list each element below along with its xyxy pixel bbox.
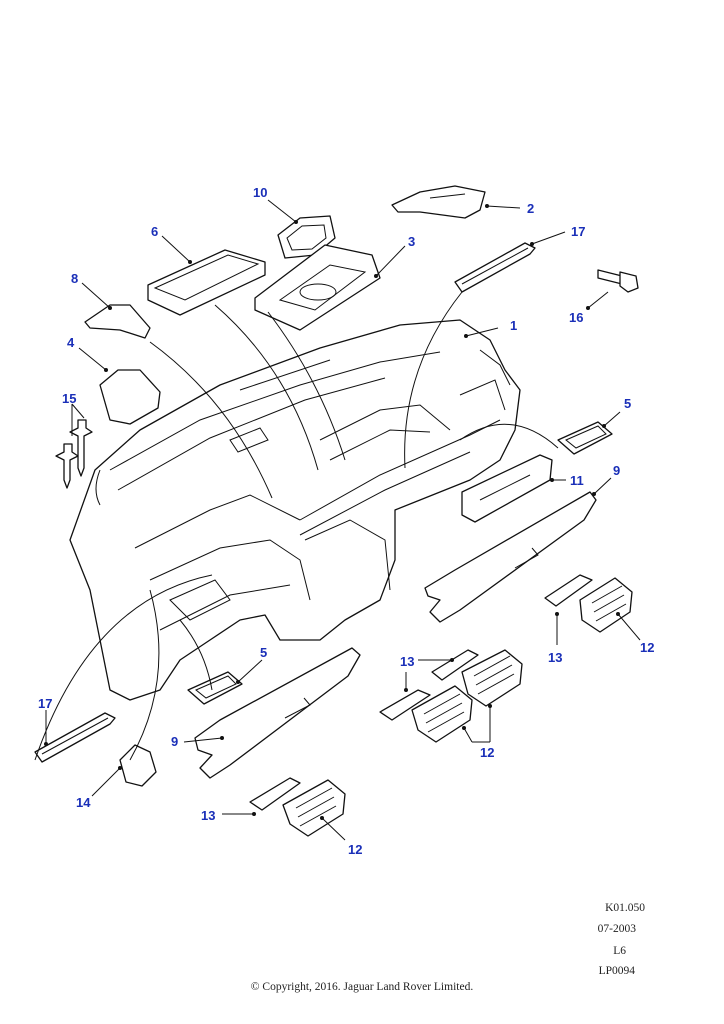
part-9-trim-lower [194,647,361,779]
callout-5-lower: 5 [260,645,267,660]
level-code: L6 [613,945,626,957]
part-4-side-panel [99,369,161,425]
callout-8: 8 [71,271,78,286]
callout-16: 16 [569,310,583,325]
callout-10: 10 [253,185,267,200]
part-16-bolt [597,269,639,293]
callout-11: 11 [570,473,584,488]
callout-5-upper: 5 [624,396,631,411]
part-8-end-cap [84,304,151,339]
vent-group-lower [249,777,346,837]
callout-12-center: 12 [480,745,494,760]
part-9-trim-upper [424,491,597,623]
callout-13-right: 13 [548,650,562,665]
callout-13-center: 13 [400,654,414,669]
callout-6: 6 [151,224,158,239]
callout-labels: 1 2 3 4 5 5 6 8 9 9 10 11 12 12 12 13 13… [38,185,654,857]
callout-leaders [45,199,641,841]
callout-3: 3 [408,234,415,249]
callout-12-lower: 12 [348,842,362,857]
callout-15: 15 [62,391,76,406]
reference-code: K01.050 [605,902,645,914]
callout-1: 1 [510,318,517,333]
callout-2: 2 [527,201,534,216]
part-5-switch-lower [187,671,243,705]
illustration-code: LP0094 [598,965,635,977]
vent-group-center [379,649,523,743]
callout-9-lower: 9 [171,734,178,749]
callout-13-lower: 13 [201,808,215,823]
callout-14: 14 [76,795,91,810]
part-2-top-cover [391,185,486,219]
copyright-notice: © Copyright, 2016. Jaguar Land Rover Lim… [250,981,474,993]
vent-group-right [544,574,633,633]
callout-9-upper: 9 [613,463,620,478]
part-14-cover [119,744,157,787]
part-6-tray [147,249,266,316]
callout-dots [44,204,620,820]
callout-12-right: 12 [640,640,654,655]
revision-date: 07-2003 [597,923,636,935]
part-3-panel [254,244,381,331]
callout-17-lower: 17 [38,696,52,711]
callout-17-upper: 17 [571,224,585,239]
part-15-clips [55,419,93,489]
part-5-switch-upper [557,421,613,455]
callout-4: 4 [67,335,75,350]
